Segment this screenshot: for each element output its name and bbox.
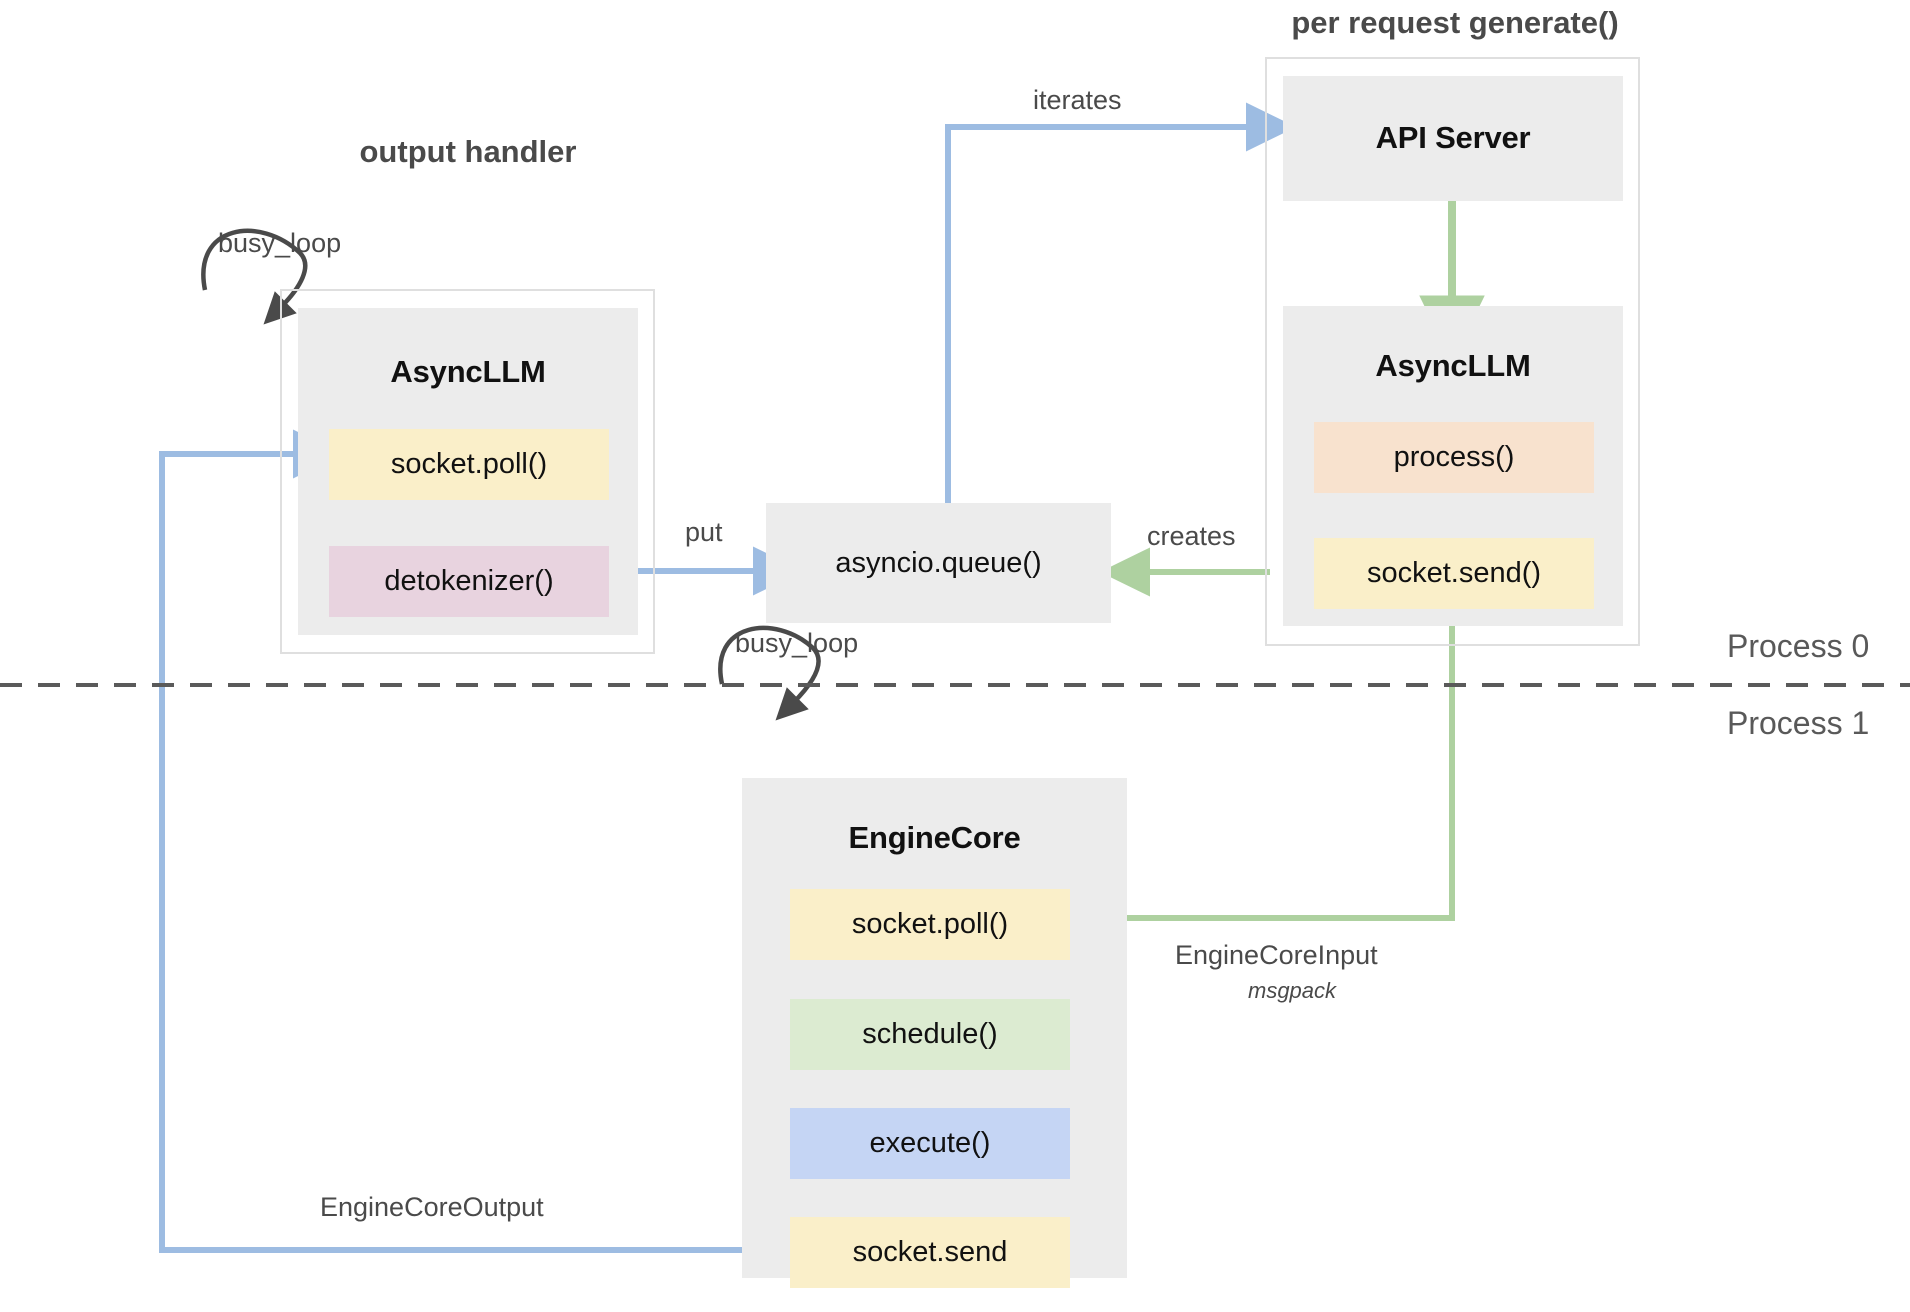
slot-execute[interactable]: execute() (790, 1108, 1070, 1179)
module-api-server: API Server (1283, 76, 1623, 201)
iterates-arrow (945, 102, 1297, 508)
async-llm-left-title: AsyncLLM (390, 354, 546, 389)
label-iterates: iterates (1033, 85, 1122, 115)
heading-per-request-generate: per request generate() (1291, 5, 1619, 40)
api-server-title: API Server (1375, 120, 1531, 155)
label-engine-core-output: EngineCoreOutput (320, 1192, 544, 1222)
slot-schedule[interactable]: schedule() (790, 999, 1070, 1070)
slot-socket-poll-left[interactable]: socket.poll() (329, 429, 609, 500)
engine-core-title: EngineCore (848, 820, 1021, 855)
label-creates: creates (1147, 521, 1236, 551)
label-process-0: Process 0 (1727, 628, 1870, 664)
async-llm-right-title: AsyncLLM (1375, 348, 1531, 383)
box-asyncio-queue[interactable]: asyncio.queue() (766, 503, 1111, 623)
label-engine-core-input-sub: msgpack (1248, 978, 1337, 1003)
slot-socket-poll-engine[interactable]: socket.poll() (790, 889, 1070, 960)
slot-socket-send-right[interactable]: socket.send() (1314, 538, 1594, 609)
label-engine-core-input: EngineCoreInput (1175, 940, 1378, 970)
output-handler-frame (280, 289, 655, 654)
slot-socket-send-engine[interactable]: socket.send (790, 1217, 1070, 1288)
module-async-llm-right: AsyncLLM process() socket.send() (1283, 306, 1623, 626)
label-put: put (685, 517, 723, 547)
slot-process[interactable]: process() (1314, 422, 1594, 493)
label-busy-loop-left: busy_loop (218, 228, 342, 258)
module-async-llm-left: AsyncLLM socket.poll() detokenizer() (298, 308, 638, 635)
label-busy-loop-engine: busy_loop (735, 628, 859, 658)
per-request-generate-frame (1265, 57, 1640, 646)
module-engine-core: EngineCore socket.poll() schedule() exec… (742, 778, 1127, 1288)
label-process-1: Process 1 (1727, 705, 1870, 741)
heading-output-handler: output handler (359, 134, 577, 169)
slot-detokenizer[interactable]: detokenizer() (329, 546, 609, 617)
